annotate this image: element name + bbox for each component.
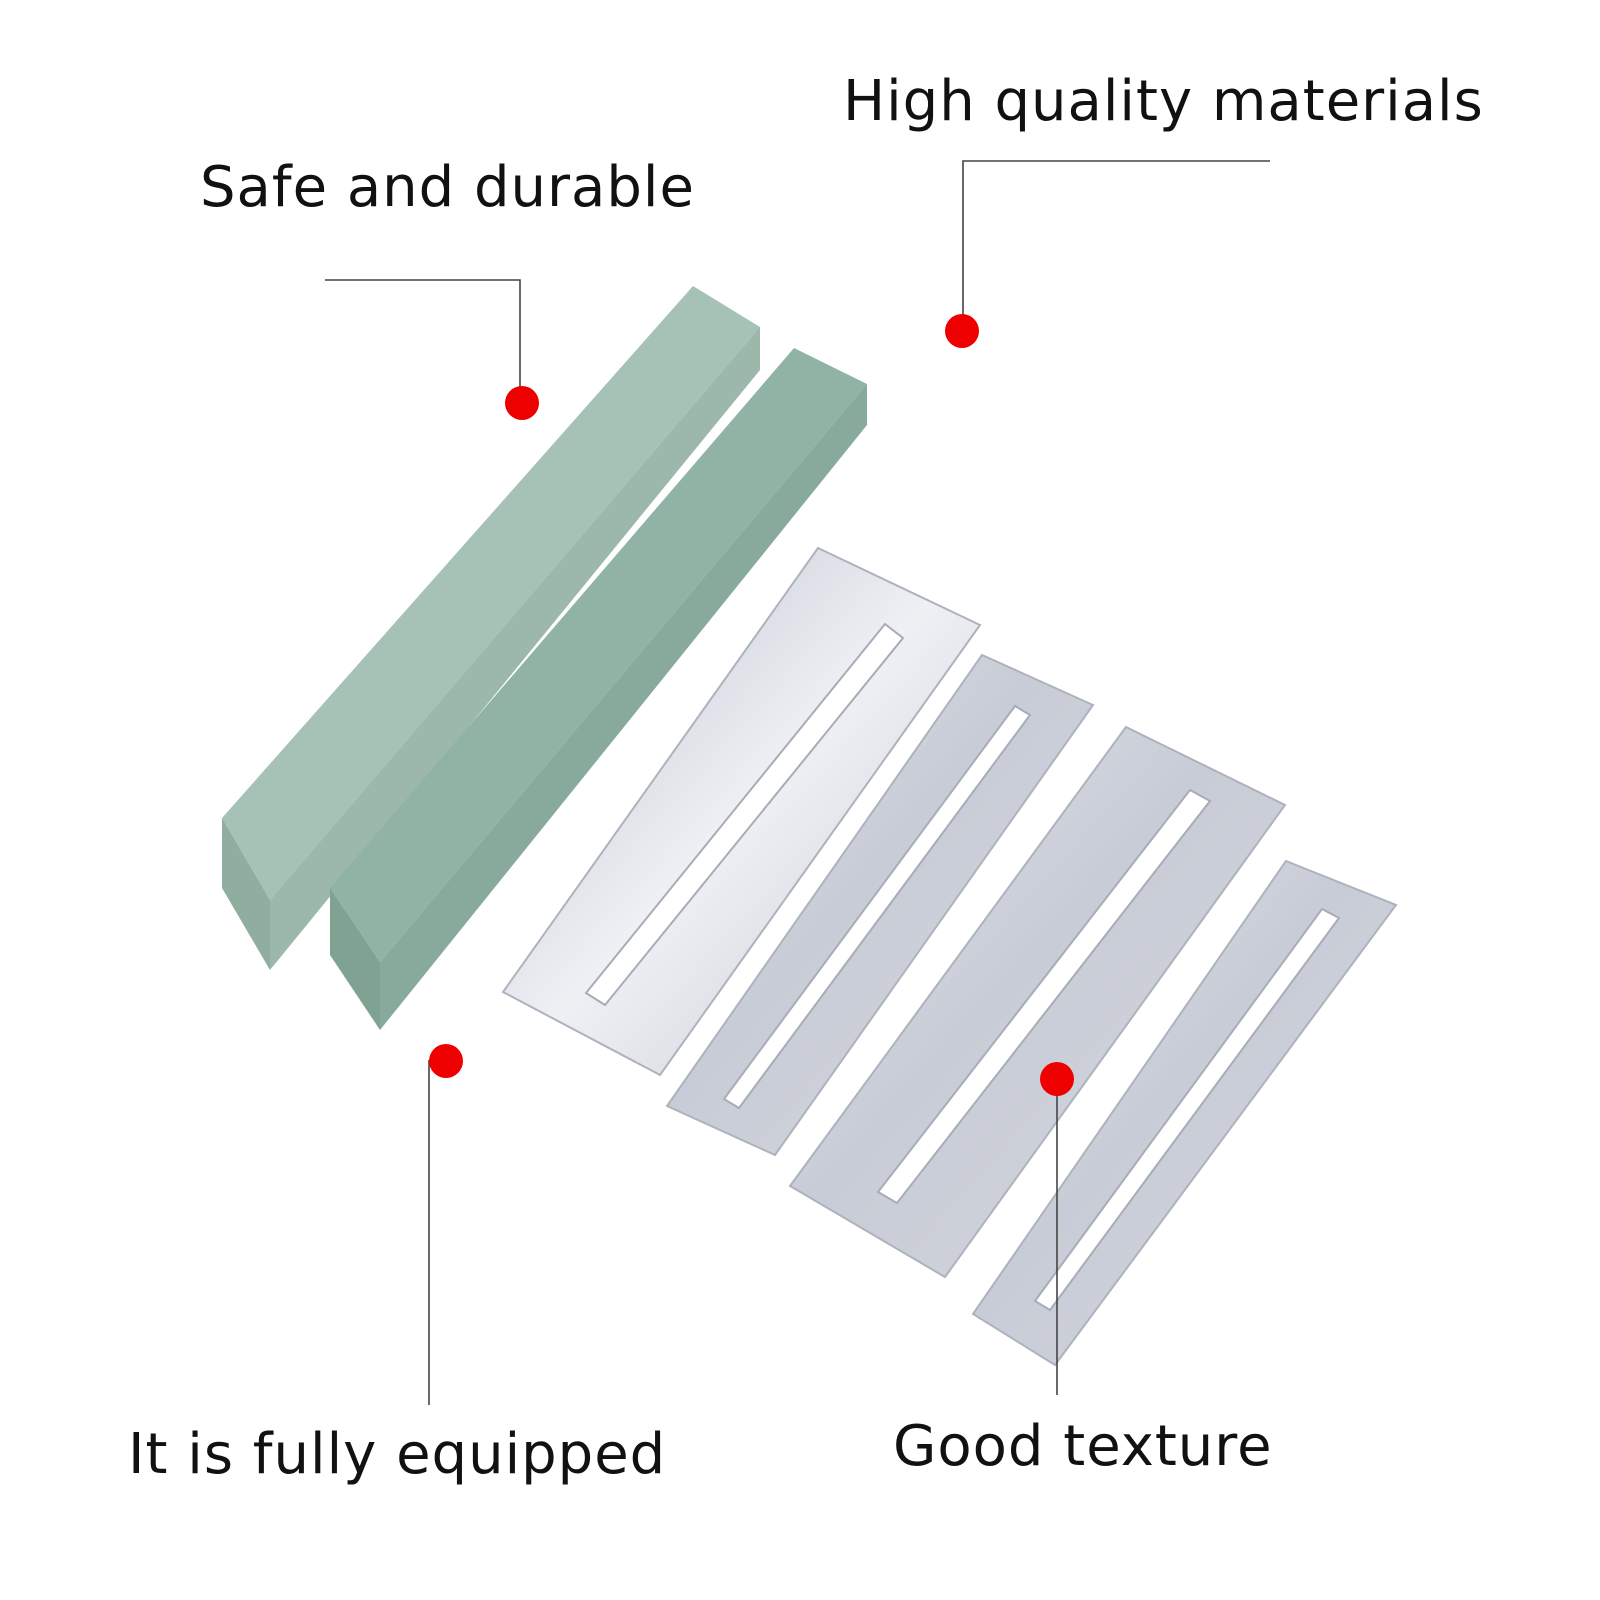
sharpening-stone-2 (330, 348, 867, 1030)
callout-high-quality-materials: High quality materials (843, 69, 1484, 134)
callout-fully-equipped: It is fully equipped (128, 1422, 667, 1487)
marker-dot-top-right (945, 314, 979, 348)
fret-protector-2 (665, 653, 1095, 1157)
fret-protector-4 (971, 859, 1398, 1367)
leader-line-top-right (962, 160, 1270, 330)
sharpening-stone-1 (222, 286, 760, 970)
fret-protector-3 (788, 725, 1287, 1279)
marker-dot-bottom-right (1040, 1062, 1074, 1096)
fret-protector-1 (501, 546, 982, 1077)
callout-good-texture: Good texture (893, 1414, 1273, 1479)
marker-dot-top-left (505, 386, 539, 420)
callout-safe-and-durable: Safe and durable (200, 155, 695, 220)
leader-line-top-left (325, 279, 521, 405)
marker-dot-bottom-left (429, 1044, 463, 1078)
